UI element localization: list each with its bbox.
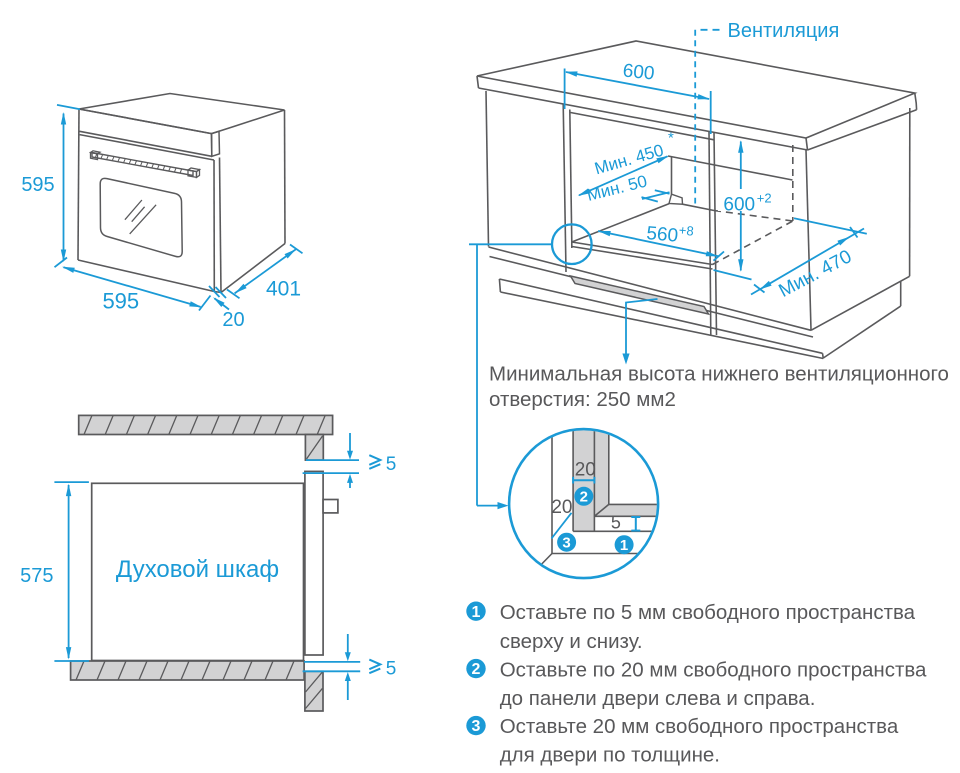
svg-text:595: 595	[21, 174, 54, 196]
svg-text:5: 5	[386, 658, 397, 679]
svg-text:Оставьте по 20 мм свободного п: Оставьте по 20 мм свободного пространств…	[500, 658, 927, 681]
svg-text:Духовой шкаф: Духовой шкаф	[116, 556, 279, 583]
svg-text:595: 595	[102, 289, 139, 314]
svg-text:5: 5	[386, 454, 397, 475]
svg-text:20: 20	[551, 497, 572, 518]
svg-text:Оставьте по 5 мм свободного пр: Оставьте по 5 мм свободного пространства	[500, 601, 916, 624]
svg-text:+2: +2	[757, 191, 772, 206]
svg-text:600: 600	[622, 60, 656, 84]
svg-text:401: 401	[266, 278, 301, 301]
svg-text:2: 2	[580, 489, 588, 506]
svg-text:1: 1	[620, 537, 628, 554]
svg-text:сверху и снизу.: сверху и снизу.	[500, 630, 643, 653]
svg-text:Оставьте 20 мм свободного прос: Оставьте 20 мм свободного пространства	[500, 715, 899, 738]
svg-text:575: 575	[20, 565, 53, 587]
svg-text:1: 1	[472, 604, 481, 621]
svg-text:отверстия: 250 мм2: отверстия: 250 мм2	[489, 388, 676, 411]
svg-text:Вентиляция: Вентиляция	[728, 20, 840, 42]
svg-text:*: *	[668, 130, 674, 147]
svg-text:3: 3	[472, 718, 481, 735]
svg-text:20: 20	[222, 309, 244, 331]
svg-text:2: 2	[472, 661, 481, 678]
svg-text:3: 3	[562, 534, 570, 551]
svg-text:20: 20	[575, 460, 596, 481]
svg-text:560: 560	[646, 223, 679, 247]
svg-text:Минимальная высота нижнего вен: Минимальная высота нижнего вентиляционно…	[489, 363, 949, 386]
svg-text:+8: +8	[678, 222, 694, 238]
svg-text:до панели двери слева и справа: до панели двери слева и справа.	[500, 687, 816, 710]
svg-text:600: 600	[723, 194, 755, 215]
svg-text:для двери по толщине.: для двери по толщине.	[500, 744, 720, 767]
svg-text:5: 5	[611, 513, 621, 533]
